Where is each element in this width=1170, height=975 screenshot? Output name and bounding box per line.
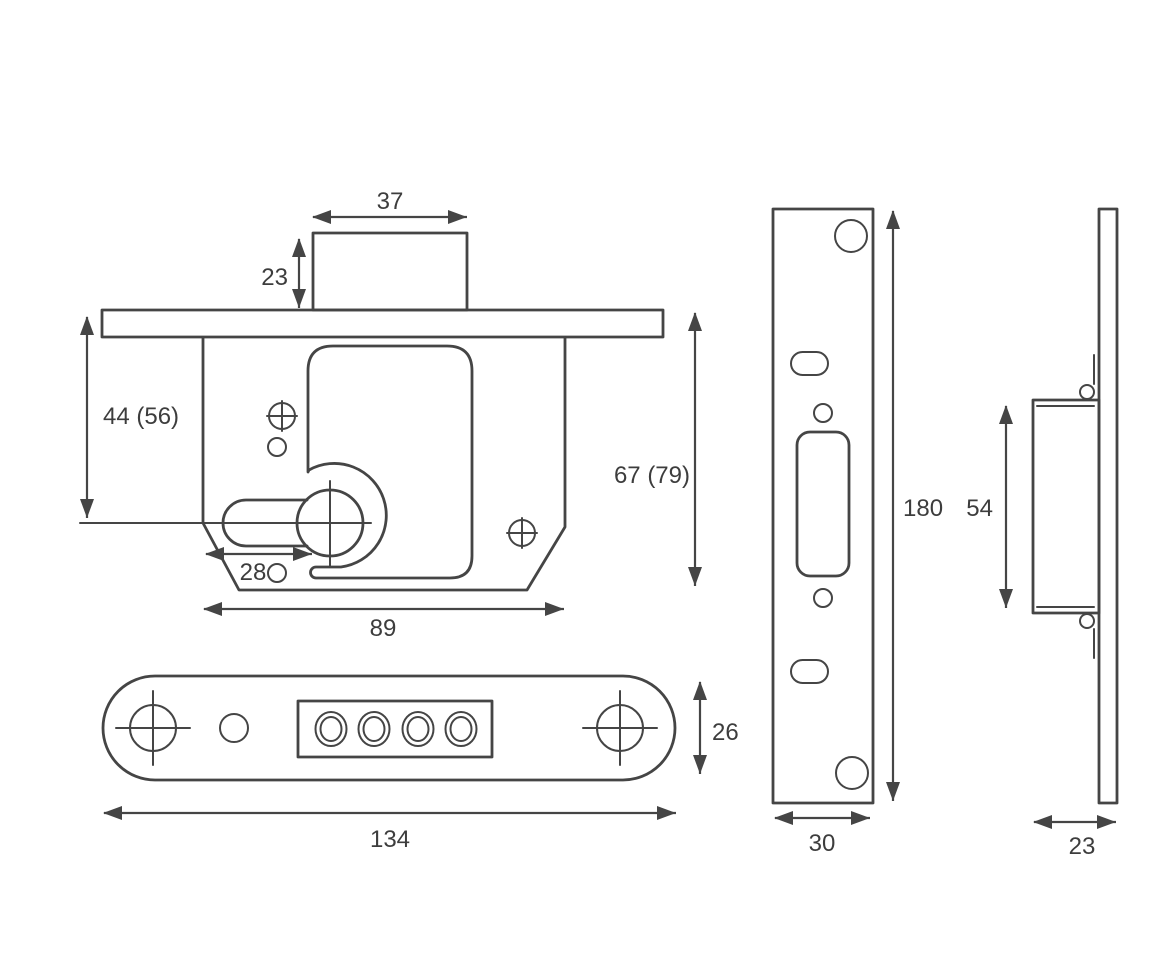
fixing-hole-icon bbox=[266, 400, 298, 432]
dim-label-side-case-height: 54 bbox=[966, 495, 993, 522]
dim-label-bolt-projection: 23 bbox=[261, 264, 288, 291]
forend-view: 26 134 bbox=[101, 674, 739, 853]
bolt-pin bbox=[357, 711, 391, 747]
side-case-outline bbox=[1031, 398, 1101, 615]
forend-tab bbox=[1079, 354, 1095, 400]
small-hole bbox=[813, 403, 833, 423]
side-plate-outline bbox=[1097, 207, 1119, 805]
bolt-keep-aperture bbox=[795, 430, 851, 578]
screw-hole bbox=[835, 756, 869, 790]
dim-label-case-depth: 67 (79) bbox=[614, 462, 690, 489]
fixing-hole-icon bbox=[506, 517, 538, 549]
keep-plate-outline bbox=[771, 207, 875, 805]
keep-view: 180 30 bbox=[771, 207, 943, 857]
dim-label-keep-height: 180 bbox=[903, 495, 943, 522]
dim-label-forend-length: 134 bbox=[370, 826, 410, 853]
small-hole bbox=[219, 713, 249, 743]
small-hole bbox=[813, 588, 833, 608]
dim-label-side-depth: 23 bbox=[1069, 833, 1096, 860]
screw-hole-icon bbox=[582, 690, 658, 766]
bolt-pin bbox=[444, 711, 478, 747]
side-view: 54 23 bbox=[966, 207, 1119, 860]
dim-label-forend-width: 26 bbox=[712, 719, 739, 746]
slot-hole bbox=[790, 659, 829, 684]
faceplate-outline bbox=[100, 308, 665, 339]
dim-label-keep-width: 30 bbox=[809, 830, 836, 857]
dim-label-bolt-width: 37 bbox=[377, 188, 404, 215]
slot-hole bbox=[790, 351, 829, 376]
bolt-pin bbox=[401, 711, 435, 747]
cover-plate-outline bbox=[306, 344, 474, 580]
bolt-aperture-outline bbox=[296, 699, 494, 759]
front-view: 37 23 44 (56) 67 (79) 28 89 bbox=[79, 188, 702, 642]
screw-hole-icon bbox=[115, 690, 191, 766]
deadbolt-outline bbox=[311, 231, 469, 312]
dim-label-case-length: 89 bbox=[370, 615, 397, 642]
small-hole bbox=[267, 437, 287, 457]
dim-label-backset: 44 (56) bbox=[103, 403, 179, 430]
dim-label-cylinder-offset: 28 bbox=[240, 559, 267, 586]
forend-plate-outline bbox=[101, 674, 677, 782]
forend-tab bbox=[1079, 613, 1095, 659]
small-hole bbox=[267, 563, 287, 583]
lock-case-outline bbox=[201, 336, 567, 592]
screw-hole bbox=[834, 219, 868, 253]
bolt-pin bbox=[314, 711, 348, 747]
